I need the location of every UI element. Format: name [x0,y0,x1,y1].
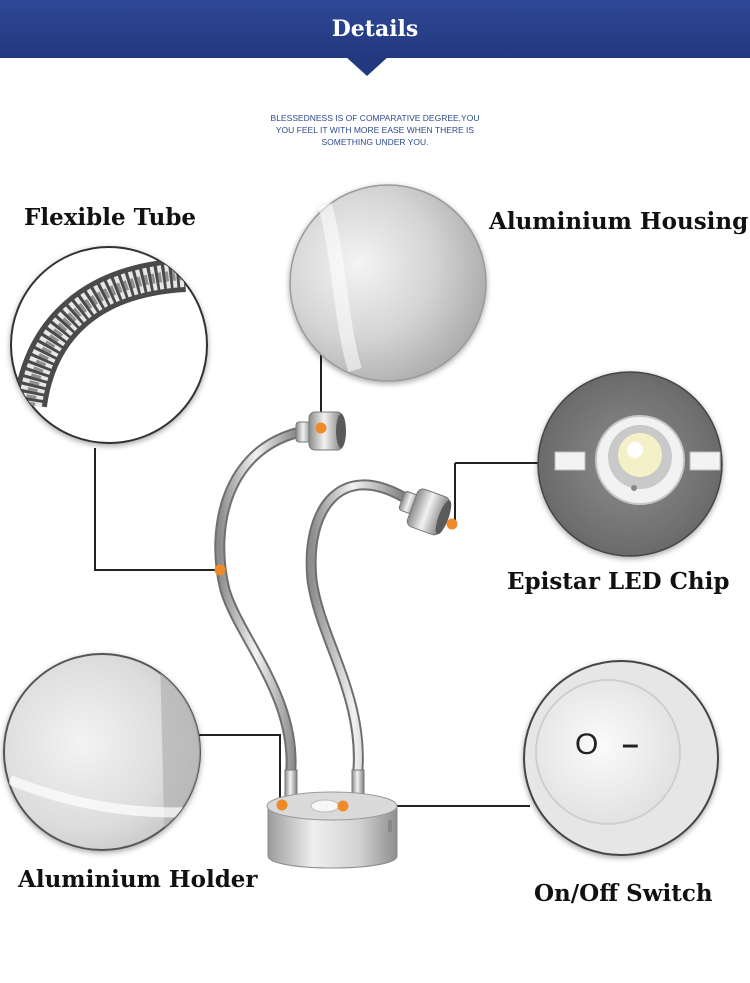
tagline-line-1: BLESSEDNESS IS OF COMPARATIVE DEGREE,YOU [270,113,480,123]
lamp-base [266,791,398,869]
header-banner [0,0,750,58]
tagline-line-3: SOMETHING UNDER YOU. [321,137,429,147]
tagline-line-2: YOU FEEL IT WITH MORE EASE WHEN THERE IS [275,125,475,135]
label-on-off-switch: On/Off Switch [534,880,713,907]
header-notch [345,56,389,76]
aluminium-housing-detail [289,184,487,382]
lamp-head-right [398,488,452,536]
label-aluminium-holder: Aluminium Holder [18,866,258,893]
callout-markers [214,422,458,812]
switch-on-symbol: – [622,728,639,761]
lamp-product [214,426,411,786]
lamp-head-left [295,411,346,451]
label-epistar-led-chip: Epistar LED Chip [507,568,730,595]
label-flexible-tube: Flexible Tube [24,204,197,231]
label-aluminium-housing: Aluminium Housing [489,208,749,235]
switch-off-symbol: O [575,728,599,761]
tagline: BLESSEDNESS IS OF COMPARATIVE DEGREE,YOU… [240,112,510,148]
page-title: Details [331,16,419,42]
flexible-tube-detail [10,246,208,444]
